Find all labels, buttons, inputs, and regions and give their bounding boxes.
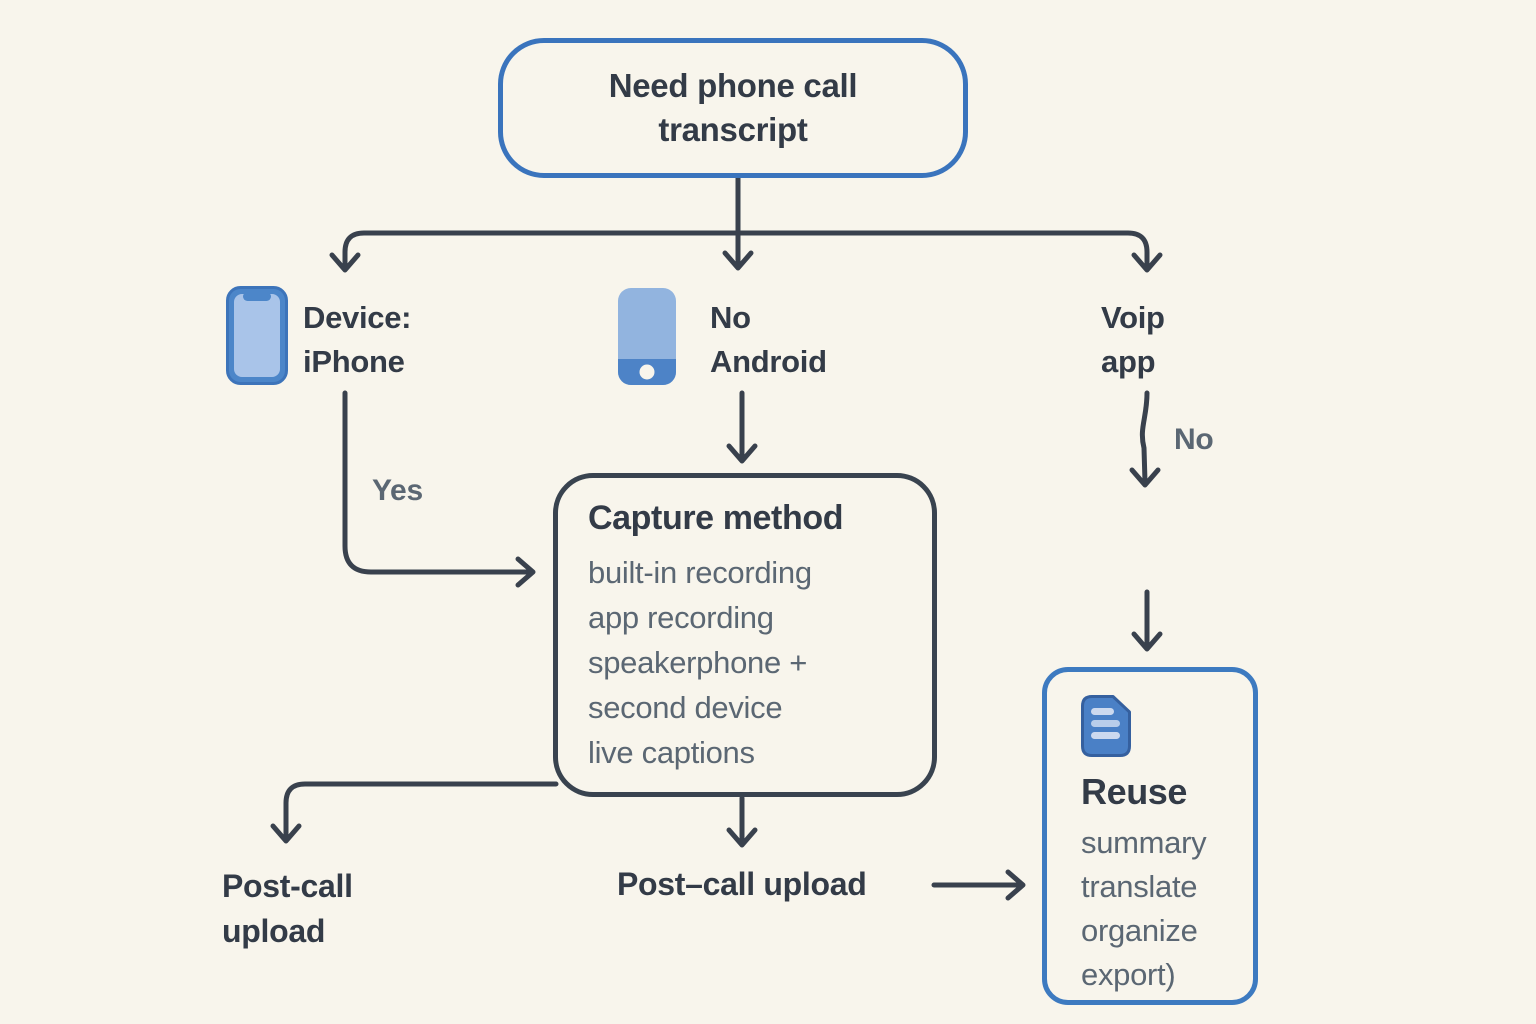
reuse-node: Reuse summary translate organize export) — [1042, 667, 1258, 1005]
start-node-label: Need phone call transcript — [608, 67, 858, 148]
edge-no-label: No — [1174, 423, 1214, 456]
reuse-item: organize — [1081, 913, 1198, 948]
connector-postcall-to-reuse — [931, 869, 1026, 901]
branch-android-label: No Android — [710, 300, 827, 379]
reuse-item: summary — [1081, 825, 1207, 860]
capture-method-list: built-in recording app recording speaker… — [588, 550, 912, 775]
capture-method-item: speakerphone + — [588, 645, 808, 680]
postcall-upload-center-label: Post–call upload — [617, 866, 867, 902]
reuse-item: translate — [1081, 869, 1198, 904]
connector-capture-to-postcall-left — [270, 781, 559, 844]
connector-android-down — [726, 390, 758, 464]
capture-method-title: Capture method — [588, 499, 844, 537]
capture-method-item: live captions — [588, 735, 755, 770]
capture-method-item: second device — [588, 690, 783, 725]
connector-voip-no — [1129, 390, 1161, 488]
branch-iphone-label: Device: iPhone — [303, 300, 412, 379]
android-phone-icon — [618, 288, 676, 385]
branch-voip-label: Voip app — [1101, 300, 1165, 379]
reuse-list: summary translate organize export) — [1081, 821, 1243, 997]
connector-voip-to-reuse — [1131, 589, 1163, 652]
iphone-icon — [226, 286, 288, 385]
reuse-title: Reuse — [1081, 771, 1188, 812]
start-node: Need phone call transcript — [498, 38, 968, 178]
capture-method-item: app recording — [588, 600, 774, 635]
capture-method-node: Capture method built-in recording app re… — [553, 473, 937, 797]
edge-yes-label: Yes — [372, 474, 423, 507]
reuse-item: export) — [1081, 957, 1176, 992]
connector-iphone-yes — [342, 390, 536, 588]
connector-start-to-android — [722, 175, 754, 271]
capture-method-item: built-in recording — [588, 555, 812, 590]
connector-capture-down — [726, 795, 758, 848]
postcall-upload-left-label: Post-call upload — [222, 868, 353, 949]
connector-distributor — [329, 230, 1163, 273]
document-icon — [1081, 695, 1131, 757]
